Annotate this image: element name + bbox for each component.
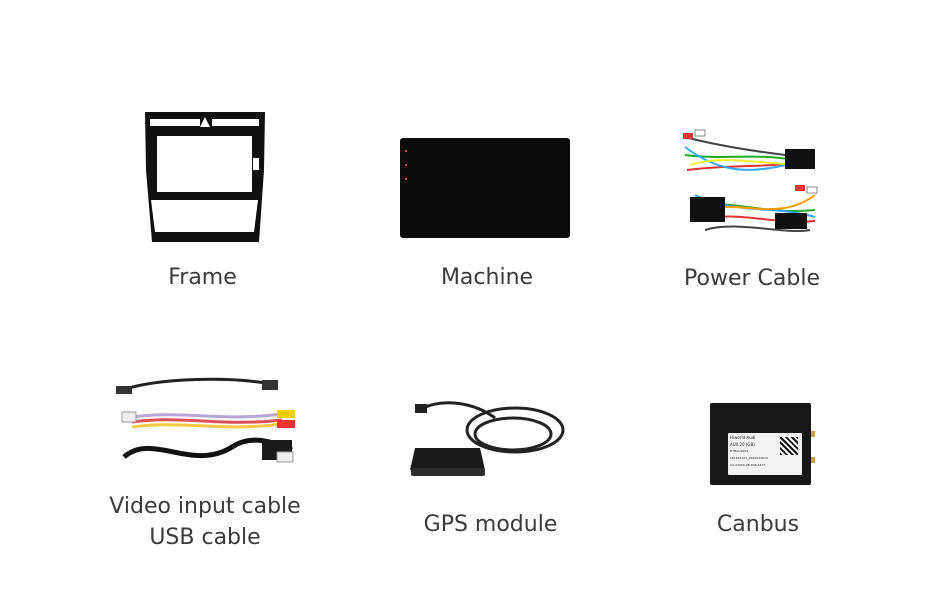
video-usb-cable-image [116, 377, 295, 463]
canbus-sticker: Hiworld-Audi AU0.20 (GB) HTBAU1004 16161… [728, 433, 802, 475]
frame-label: Frame [168, 265, 237, 290]
frame-image [145, 112, 265, 242]
canbus-pin [811, 457, 815, 463]
video-input-cable-label: Video input cable [109, 494, 301, 519]
canbus-sticker-line-4: 161616101_0010032019 [730, 456, 768, 460]
canbus-sticker-line-3: HTBAU1004 [730, 449, 749, 453]
gps-module-label: GPS module [423, 512, 558, 537]
canbus-sticker-line-1: Hiworld-Audi [730, 435, 756, 440]
gps-module-image [410, 401, 565, 476]
canbus-sticker-line-2: AU0.20 (GB) [730, 442, 755, 447]
canbus-label: Canbus [716, 512, 800, 537]
machine-image [400, 138, 570, 238]
canbus-pin [811, 431, 815, 437]
canbus-sticker-line-5: CS-13434-2B-406-1477 [730, 463, 766, 467]
machine-label: Machine [440, 265, 534, 290]
usb-cable-label: USB cable [149, 525, 261, 550]
canbus-image: Hiworld-Audi AU0.20 (GB) HTBAU1004 16161… [710, 403, 815, 485]
power-cable-label: Power Cable [684, 266, 820, 291]
canbus-qr-code [780, 437, 798, 455]
power-cable-image [683, 129, 818, 233]
